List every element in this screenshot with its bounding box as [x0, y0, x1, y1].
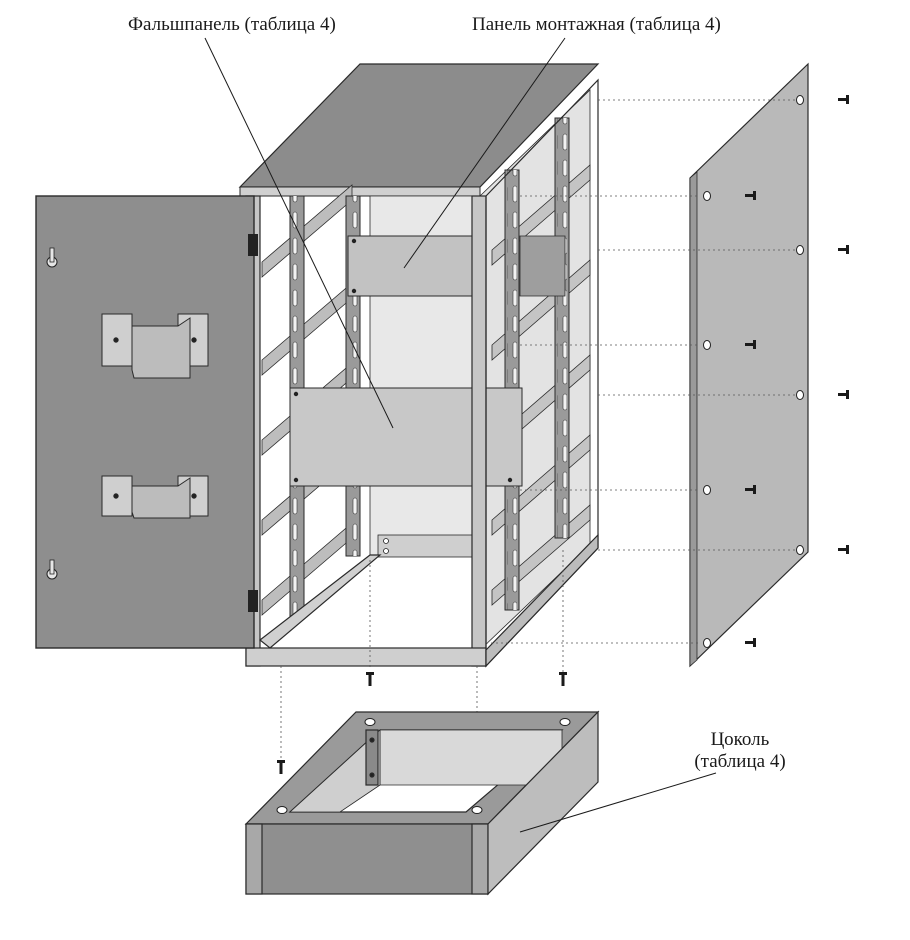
roof-front-edge	[239, 186, 481, 197]
mounting-panel	[347, 235, 473, 297]
leader-lines	[204, 37, 717, 833]
screw-icons-side	[745, 95, 849, 647]
plinth-label-line1: Цоколь	[710, 729, 770, 750]
false-panel-label: Фальшпанель (таблица 4)	[128, 14, 336, 35]
side-panel	[689, 62, 809, 668]
plinth-label: Цоколь (таблица 4)	[680, 729, 800, 773]
door-lock-icon	[46, 559, 58, 580]
plinth	[244, 710, 600, 896]
alignment-lines	[280, 99, 795, 760]
false-panel	[289, 387, 523, 487]
door-lock-icon	[46, 247, 58, 268]
mounting-panel-label: Панель монтажная (таблица 4)	[472, 14, 721, 35]
plinth-label-line2: (таблица 4)	[694, 751, 786, 772]
door-bracket-lower	[101, 475, 209, 519]
door-bracket-upper	[101, 313, 209, 379]
cabinet-door	[35, 195, 258, 649]
